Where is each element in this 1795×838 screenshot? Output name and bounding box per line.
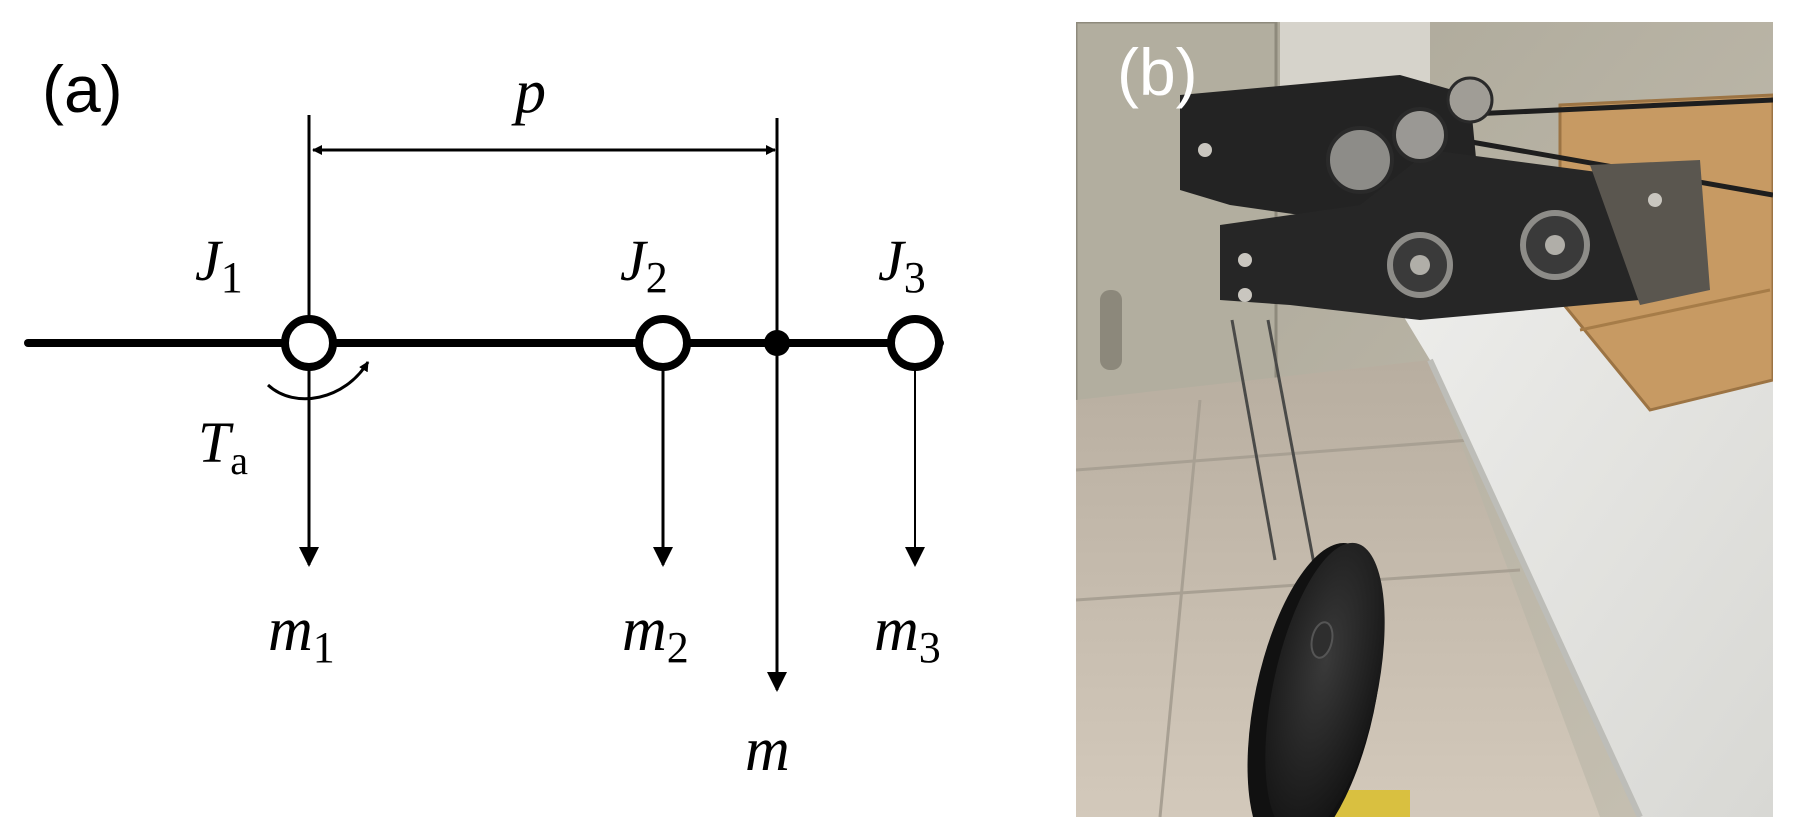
joint-label-2: J2 bbox=[620, 228, 668, 302]
bolt bbox=[1238, 253, 1252, 267]
torque-label: Ta bbox=[198, 410, 248, 483]
pulley-hub bbox=[1545, 235, 1565, 255]
cable bbox=[1230, 319, 1277, 561]
payload-mass-label: m bbox=[745, 716, 790, 784]
gear-wheel bbox=[1326, 126, 1394, 194]
joint-1-circle bbox=[281, 315, 337, 371]
mass-label-2: m2 bbox=[622, 596, 689, 672]
torque-arc-arrow bbox=[266, 361, 370, 401]
cabinet-slot bbox=[1100, 290, 1122, 370]
distance-label-p: p bbox=[511, 58, 546, 126]
joint-2-circle bbox=[635, 315, 691, 371]
floor-tile-line bbox=[1076, 438, 1471, 472]
panel-b-label: (b) bbox=[1117, 35, 1198, 109]
floor-tile-line bbox=[1158, 399, 1202, 817]
mass-label-3: m3 bbox=[874, 596, 941, 672]
mass-label-1: m1 bbox=[268, 596, 335, 672]
bolt bbox=[1648, 193, 1662, 207]
belt-line bbox=[1449, 97, 1773, 118]
plywood-grain bbox=[1579, 288, 1771, 332]
gear-wheel bbox=[1392, 107, 1448, 163]
joint-label-1: J1 bbox=[195, 228, 243, 302]
spring-coil bbox=[1446, 76, 1494, 124]
cable bbox=[1266, 319, 1320, 586]
bolt bbox=[1238, 288, 1252, 302]
weight-hub bbox=[1310, 621, 1334, 659]
table-edge bbox=[1427, 358, 1643, 817]
panel-a-diagram: (a) p J1 J2 J3 Ta m bbox=[24, 52, 944, 784]
joint-3-circle bbox=[887, 315, 943, 371]
panel-b-photo: (b) bbox=[1076, 22, 1773, 817]
hanging-weight bbox=[1265, 542, 1385, 817]
joint-label-3: J3 bbox=[878, 228, 926, 302]
pulley-hub bbox=[1410, 255, 1430, 275]
panel-a-label: (a) bbox=[42, 52, 123, 126]
bolt bbox=[1198, 143, 1212, 157]
mechanism-side-plate bbox=[1590, 160, 1710, 305]
payload-attachment-dot bbox=[764, 330, 790, 356]
